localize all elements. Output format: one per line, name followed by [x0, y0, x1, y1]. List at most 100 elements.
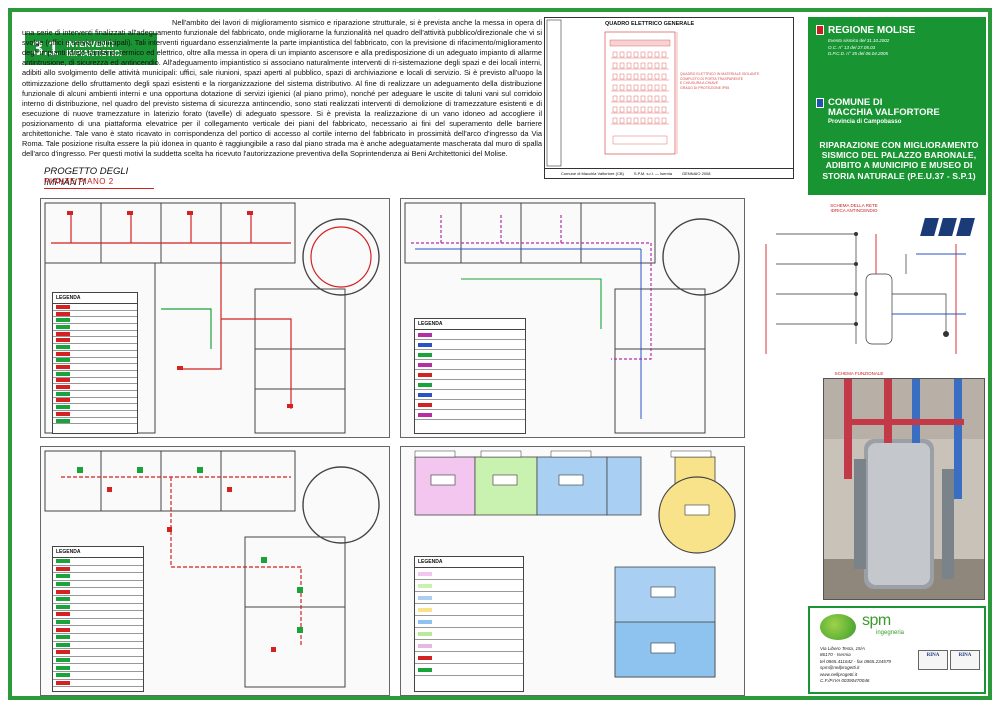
comune-name: COMUNE DI MACCHIA VALFORTORE [828, 98, 940, 118]
panel-breaker [626, 95, 632, 102]
firm-box: spm ingegneria Via Libero Testa, 15/A 86… [808, 606, 986, 694]
panel-breaker [647, 95, 653, 102]
boiler-photo [823, 378, 985, 600]
panel-breaker [633, 62, 639, 69]
legend-electrical: LEGENDA [52, 292, 138, 434]
panel-breaker [654, 117, 660, 124]
firm-address-line3: tel 0865.411642 - fax 0865.234579 [820, 658, 891, 664]
firm-brand-sub: ingegneria [876, 630, 905, 636]
panel-breaker [612, 62, 618, 69]
legend-hydraulic-title: LEGENDA [415, 319, 525, 330]
panel-breaker [647, 51, 653, 58]
panel-breaker [626, 84, 632, 91]
panel-breaker [647, 84, 653, 91]
panel-footer: Comune di Macchia Valfortore (CB) S.P.M.… [545, 168, 793, 178]
firm-address-line6: C.F./P.IVA 00390470046 [820, 678, 870, 684]
panel-breaker [661, 62, 667, 69]
firm-address-line4: spm@nellprogetti.it [820, 665, 860, 671]
firm-logo-icon [820, 614, 856, 640]
panel-breaker [612, 95, 618, 102]
floor-plan-compartments-drawing [414, 450, 736, 678]
firm-address-line2: 86170 - Isernia [820, 652, 851, 658]
section-badge: 3.1 INTERVENTI IMPIANTISTICI [25, 33, 157, 65]
firm-address: Via Libero Testa, 15/A 86170 - Isernia t… [820, 646, 891, 684]
panel-breaker [633, 84, 639, 91]
project-name: RIPARAZIONE CON MIGLIORAMENTO SISMICO DE… [819, 140, 979, 181]
comune-emblem-icon [816, 98, 824, 108]
panel-breaker [654, 73, 660, 80]
panel-breaker [654, 62, 660, 69]
region-emblem-icon [816, 25, 824, 35]
panel-breaker [626, 106, 632, 113]
panel-breaker [619, 84, 625, 91]
panel-breaker [626, 73, 632, 80]
rina-certification-badge-1: RINA [918, 650, 948, 670]
antifire-schema-label-line1: SCHEMA DELLA RETE [830, 203, 878, 208]
panel-title: QUADRO ELETTRICO GENERALE [605, 21, 695, 27]
intro-paragraph: Nell'ambito dei lavori di miglioramento … [22, 18, 542, 159]
panel-breaker [661, 106, 667, 113]
panel-breaker [647, 106, 653, 113]
section-number: 3.1 [32, 37, 59, 60]
panel-breaker [619, 51, 625, 58]
legend-compartments-title: LEGENDA [415, 557, 523, 568]
antifire-schema [756, 214, 984, 364]
panel-breaker [619, 95, 625, 102]
rina-certification-badge-2: RINA [950, 650, 980, 670]
panel-breaker [612, 51, 618, 58]
intro-text: Nell'ambito dei lavori di miglioramento … [22, 18, 542, 159]
legend-hydraulic: LEGENDA [414, 318, 526, 434]
panel-breaker [640, 84, 646, 91]
panel-breaker [654, 84, 660, 91]
panel-breaker [661, 84, 667, 91]
region-references: Evento sismico del 31.10.2002 O.C. n° 13… [828, 38, 889, 58]
antifire-schema-label-line2: IDRICA ANTINCENDIO [830, 208, 878, 213]
panel-breaker [661, 95, 667, 102]
panel-breaker [640, 117, 646, 124]
legend-security-title: LEGENDA [53, 547, 143, 558]
legend-security: LEGENDA [52, 546, 144, 692]
panel-breaker [647, 117, 653, 124]
panel-breaker [640, 51, 646, 58]
boiler-photo-image [824, 379, 984, 599]
panel-breaker [612, 117, 618, 124]
floor-plan-security-drawing [44, 450, 380, 688]
project-title: PROGETTO DEGLI IMPIANTI [44, 166, 154, 189]
legend-compartments: LEGENDA [414, 556, 524, 692]
panel-breaker [654, 51, 660, 58]
region-ref-3: D.P.C.D. n° 35 del 06.04.2005 [828, 51, 889, 56]
panel-footer-date: GENNAIO 2008 [682, 171, 711, 176]
panel-footer-client: Comune di Macchia Valfortore (CB) [561, 171, 624, 176]
firm-address-line5: www.nellprogetti.it [820, 671, 858, 677]
legend-electrical-swatches [53, 304, 137, 425]
panel-breaker [626, 117, 632, 124]
floor-plan-electrical-drawing [44, 202, 380, 434]
region-name: REGIONE MOLISE [828, 25, 916, 36]
floor-plan-hydraulic-drawing [404, 202, 740, 434]
project-subtitle: PIANTE PIANO 2 [44, 177, 114, 186]
firm-address-line1: Via Libero Testa, 15/A [820, 646, 865, 651]
panel-breaker [612, 84, 618, 91]
panel-breaker [633, 117, 639, 124]
province-name: Provincia di Campobasso [828, 119, 902, 125]
panel-breaker [640, 62, 646, 69]
comune-line2: MACCHIA VALFORTORE [828, 107, 940, 118]
panel-breaker [626, 62, 632, 69]
section-label-line2: IMPIANTISTICI [66, 49, 122, 58]
antifire-schema-label: SCHEMA DELLA RETE IDRICA ANTINCENDIO [812, 203, 896, 213]
panel-breaker [640, 106, 646, 113]
panel-breaker [647, 73, 653, 80]
panel-breaker [633, 51, 639, 58]
legend-electrical-title: LEGENDA [53, 293, 137, 304]
antifire-schema-drawing [765, 218, 975, 354]
panel-breaker [619, 106, 625, 113]
panel-breaker [661, 117, 667, 124]
photo-label: SCHEMA FUNZIONALE [834, 371, 884, 376]
panel-breaker [640, 95, 646, 102]
panel-breaker [633, 95, 639, 102]
panel-breaker [612, 73, 618, 80]
panel-breaker [647, 62, 653, 69]
panel-schematic [546, 19, 678, 167]
region-ref-2: O.C. n° 13 del 27.05.03 [828, 44, 876, 50]
